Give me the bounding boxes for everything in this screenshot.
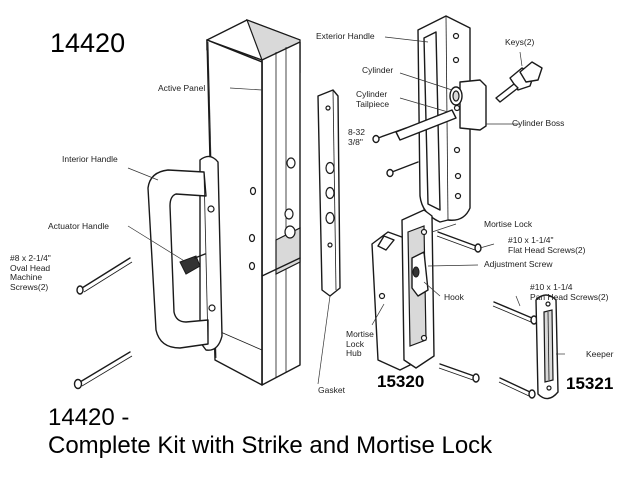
label-hook: Hook [444,292,464,302]
label-mortise-lock-hub: Mortise Lock Hub [346,329,374,358]
flat-head-screws [436,231,482,383]
label-cylinder-boss: Cylinder Boss [512,118,565,128]
label-pan-head-screws: #10 x 1-1/4 Pan Head Screws(2) [530,282,609,302]
pan-head-screws [492,301,538,399]
label-active-panel: Active Panel [158,83,206,93]
part-number-keeper: 15321 [566,374,614,393]
caption-line-1: 14420 - [48,404,130,431]
label-keeper: Keeper [586,349,614,359]
kit-number: 14420 [50,28,126,58]
cylinder-tailpiece [395,109,457,141]
mortise-lock [371,209,435,371]
caption-line-2: Complete Kit with Strike and Mortise Loc… [48,432,493,459]
keys [495,61,543,103]
leader-lines [127,36,565,385]
label-interior-handle: Interior Handle [62,154,118,164]
oval-head-screws [73,257,133,390]
label-screw-8-32: 8-32 3/8" [348,127,366,147]
label-keys: Keys(2) [505,37,535,47]
label-adjustment-screw: Adjustment Screw [484,259,553,269]
label-gasket: Gasket [318,385,345,395]
label-actuator-handle: Actuator Handle [48,221,109,231]
keeper [535,294,559,400]
label-exterior-handle: Exterior Handle [316,31,375,41]
label-mortise-lock: Mortise Lock [484,219,533,229]
part-number-mortise-lock: 15320 [377,372,425,391]
gasket [317,89,341,297]
label-cylinder-tailpiece: Cylinder Tailpiece [356,89,390,109]
label-oval-head-screws: #8 x 2-1/4" Oval Head Machine Screws(2) [10,253,51,292]
screws-8-32 [372,127,419,178]
interior-handle [147,155,223,351]
label-cylinder: Cylinder [362,65,394,75]
label-flat-head-screws: #10 x 1-1/4" Flat Head Screws(2) [508,235,586,255]
